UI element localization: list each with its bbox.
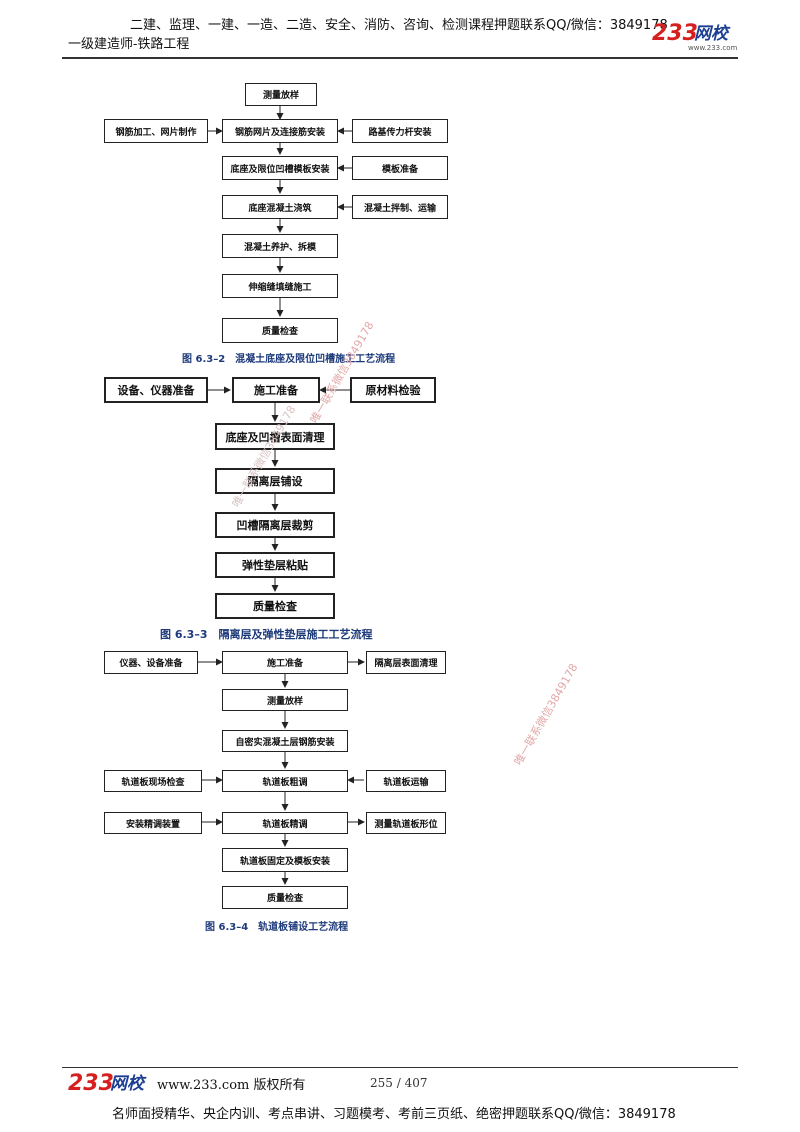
flow-step-elastic-pad-bonding: 弹性垫层粘贴 [215,552,335,578]
flow-step-quality-inspection: 质量检查 [222,318,338,343]
flow-step-surface-cleaning: 底座及凹槽表面清理 [215,423,335,450]
flow-step-isolation-layer: 隔离层铺设 [215,468,335,494]
flow-step-survey-layout: 测量放样 [245,83,317,106]
footer-logo-word: 网校 [110,1074,147,1094]
flow-step-concrete-mix-transport: 混凝土拌制、运输 [352,195,448,219]
flow-step-construction-prep: 施工准备 [232,377,320,403]
flow-step-quality-inspection-2: 质量检查 [215,593,335,619]
footer-copyright: www.233.com 版权所有 [157,1078,306,1093]
brand-logo-word: 网校 [694,24,731,44]
flow-step-base-concrete-pour: 底座混凝土浇筑 [222,195,338,219]
flow-step-survey-layout-2: 测量放样 [222,689,348,711]
flow-step-equipment-prep: 设备、仪器准备 [104,377,208,403]
header-divider [62,57,738,59]
footer-promo: 名师面授精华、央企内训、考点串讲、习题模考、考前三页纸、绝密押题联系QQ/微信：… [112,1107,676,1122]
page-number: 255 / 407 [370,1076,428,1090]
brand-site: www.233.com [688,44,738,52]
figure-caption-6-3-4: 图 6.3–4 轨道板铺设工艺流程 [205,922,349,933]
figure-caption-6-3-3: 图 6.3–3 隔离层及弹性垫层施工工艺流程 [160,628,373,641]
footer-logo-number: 233 [68,1071,114,1096]
flow-step-scc-rebar-install: 自密实混凝土层钢筋安装 [222,730,348,752]
flow-step-rebar-mesh-fabrication: 钢筋加工、网片制作 [104,119,208,143]
flow-step-slab-fine-adjust: 轨道板精调 [222,812,348,834]
header-subject: 一级建造师-铁路工程 [68,37,190,52]
flow-step-instrument-prep: 仪器、设备准备 [104,651,198,674]
flow-step-curing-demold: 混凝土养护、拆模 [222,234,338,258]
header-promo: 二建、监理、一建、一造、二造、安全、消防、咨询、检测课程押题联系QQ/微信：38… [130,18,668,33]
flow-step-groove-layer-cutting: 凹槽隔离层裁剪 [215,512,335,538]
flow-step-fine-adjust-device-install: 安装精调装置 [104,812,202,834]
brand-logo: 233 网校 [652,21,731,46]
brand-logo-number: 233 [652,21,698,46]
figure-caption-6-3-2: 图 6.3–2 混凝土底座及限位凹槽施工工艺流程 [182,354,396,365]
flow-step-slab-transport: 轨道板运输 [366,770,446,792]
flow-step-slab-rough-adjust: 轨道板粗调 [222,770,348,792]
flow-step-material-inspection: 原材料检验 [350,377,436,403]
flow-step-base-formwork-install: 底座及限位凹槽模板安装 [222,156,338,180]
flow-step-dowel-bar-install: 路基传力杆安装 [352,119,448,143]
flow-step-slab-fix-formwork: 轨道板固定及模板安装 [222,848,348,872]
flow-step-slab-site-inspection: 轨道板现场检查 [104,770,202,792]
flow-step-rebar-mesh-install: 钢筋网片及连接筋安装 [222,119,338,143]
flow-step-construction-prep-2: 施工准备 [222,651,348,674]
flow-step-formwork-prep: 模板准备 [352,156,448,180]
flow-step-slab-geometry-survey: 测量轨道板形位 [366,812,446,834]
footer-divider [62,1067,738,1068]
flow-step-layer-surface-cleaning: 隔离层表面清理 [366,651,446,674]
footer-logo: 233 网校 [68,1071,147,1096]
flow-step-quality-inspection-3: 质量检查 [222,886,348,909]
flow-step-expansion-joint: 伸缩缝填缝施工 [222,274,338,298]
